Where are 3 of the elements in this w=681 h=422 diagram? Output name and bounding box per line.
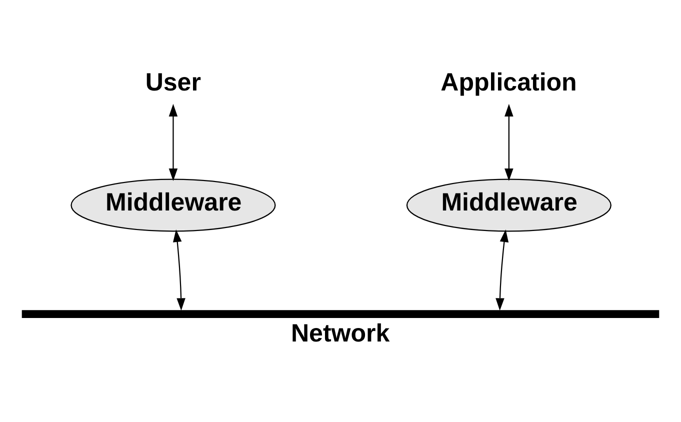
node-label: Network [290,318,390,347]
node-text: Application [440,68,577,96]
node-text: User [145,68,201,96]
